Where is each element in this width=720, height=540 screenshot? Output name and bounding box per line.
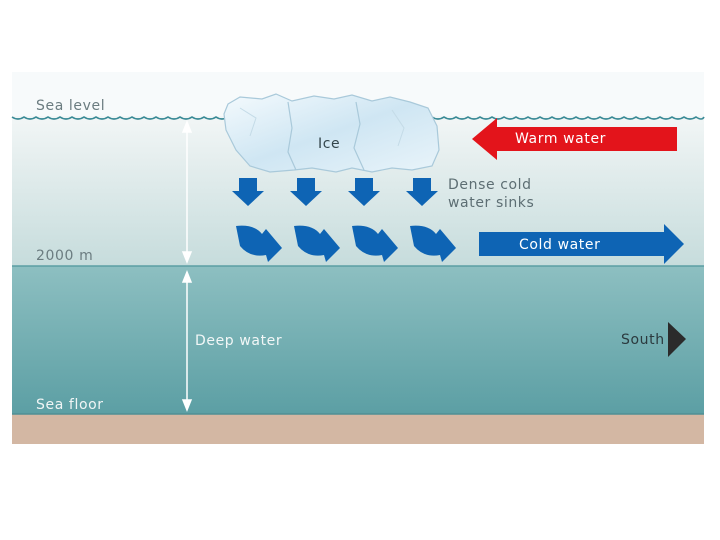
ice-shelf: [223, 93, 440, 173]
curve-arrow-4: [410, 225, 456, 262]
curve-arrow-3: [352, 225, 398, 262]
sea-floor-label: Sea floor: [36, 397, 104, 413]
south-label: South: [621, 332, 665, 348]
depth-indicator-upper: [181, 119, 193, 265]
deep-water-label: Deep water: [195, 333, 282, 349]
curve-arrow-1: [236, 225, 282, 262]
warm-water-arrow: [472, 118, 677, 160]
down-arrow-4: [406, 178, 438, 206]
curve-arrow-2: [294, 225, 340, 262]
depth-indicator-deep: [181, 269, 193, 413]
sea-level-label: Sea level: [36, 98, 105, 114]
down-arrow-1: [232, 178, 264, 206]
dense-cold-label-line1: Dense cold: [448, 177, 532, 193]
down-arrow-3: [348, 178, 380, 206]
ice-label: Ice: [318, 136, 340, 152]
turning-arrows: [236, 225, 456, 262]
depth-2000-label: 2000 m: [36, 248, 93, 264]
warm-water-label: Warm water: [515, 131, 606, 147]
sinking-arrows: [232, 178, 438, 206]
dense-cold-label-line2: water sinks: [448, 195, 534, 211]
deep-water-layer: [12, 266, 704, 414]
down-arrow-2: [290, 178, 322, 206]
cold-water-label: Cold water: [519, 237, 600, 253]
cold-water-arrow: [479, 224, 684, 264]
south-arrow-icon: [668, 322, 686, 357]
sea-floor: [12, 414, 704, 444]
